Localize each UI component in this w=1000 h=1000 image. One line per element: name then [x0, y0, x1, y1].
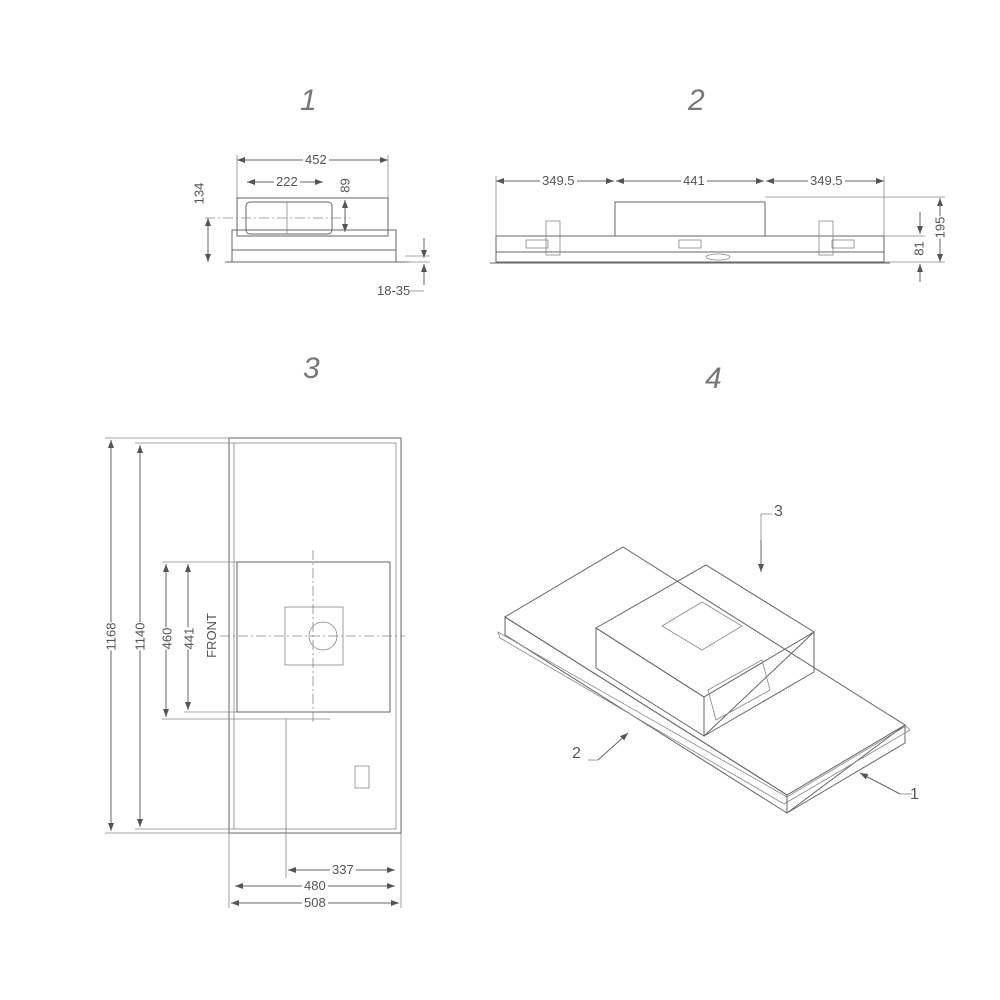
dim-441: 441 — [681, 173, 707, 188]
view-label-2: 2 — [688, 84, 705, 117]
dim-460: 460 — [159, 627, 175, 650]
side-view-drawing — [205, 155, 430, 292]
view-label-4: 4 — [705, 362, 722, 395]
dim-134: 134 — [191, 182, 207, 205]
dim-337: 337 — [330, 862, 356, 877]
dim-441-top: 441 — [181, 627, 197, 650]
dim-349-5-left: 349.5 — [540, 173, 577, 188]
view-label-1: 1 — [300, 84, 317, 117]
callout-3: 3 — [774, 503, 783, 520]
dim-480: 480 — [302, 878, 328, 893]
isometric-view-drawing — [497, 513, 912, 814]
dim-349-5-right: 349.5 — [808, 173, 845, 188]
dim-1168: 1168 — [103, 622, 119, 651]
dim-452: 452 — [303, 152, 329, 167]
dim-81: 81 — [911, 241, 927, 256]
dim-18-35: 18-35 — [377, 283, 411, 298]
dim-89: 89 — [337, 178, 353, 193]
callout-2: 2 — [572, 745, 581, 762]
front-view-drawing — [490, 176, 945, 282]
dim-508: 508 — [302, 895, 328, 910]
view-label-3: 3 — [303, 352, 320, 385]
callout-1: 1 — [910, 786, 919, 803]
dim-195: 195 — [932, 216, 948, 239]
front-label: FRONT — [203, 613, 219, 658]
dim-1140: 1140 — [132, 622, 148, 651]
top-view-drawing — [105, 437, 405, 908]
dim-222: 222 — [274, 174, 300, 189]
